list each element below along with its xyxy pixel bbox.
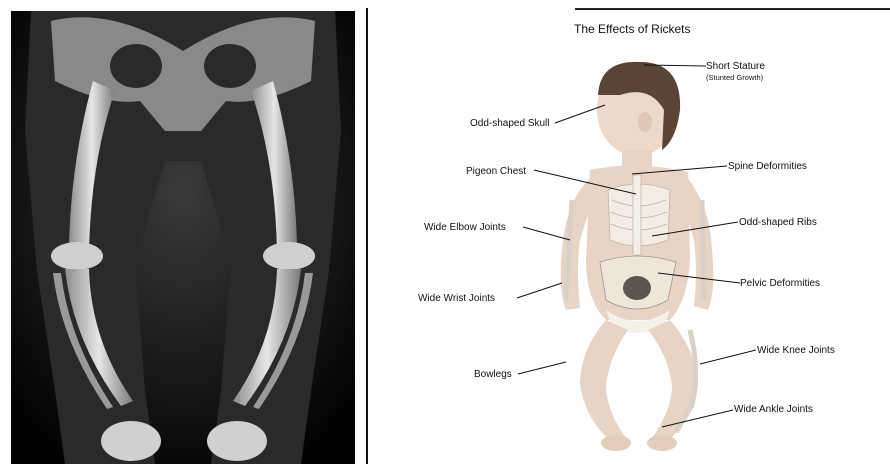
- label-spine-deformities: Spine Deformities: [728, 161, 807, 172]
- label-stunted-growth: (Stunted Growth): [706, 73, 763, 82]
- label-pelvic-deformities: Pelvic Deformities: [740, 278, 820, 289]
- label-odd-shaped-ribs: Odd-shaped Ribs: [739, 217, 817, 228]
- label-wide-knee-joints: Wide Knee Joints: [757, 345, 835, 356]
- label-pigeon-chest: Pigeon Chest: [466, 166, 526, 177]
- diagram-title: The Effects of Rickets: [574, 22, 691, 36]
- label-wide-wrist-joints: Wide Wrist Joints: [418, 293, 495, 304]
- label-bowlegs: Bowlegs: [474, 369, 512, 380]
- label-wide-elbow-joints: Wide Elbow Joints: [424, 222, 506, 233]
- label-odd-shaped-skull: Odd-shaped Skull: [470, 118, 550, 129]
- label-wide-ankle-joints: Wide Ankle Joints: [734, 404, 813, 415]
- label-short-stature: Short Stature: [706, 61, 765, 72]
